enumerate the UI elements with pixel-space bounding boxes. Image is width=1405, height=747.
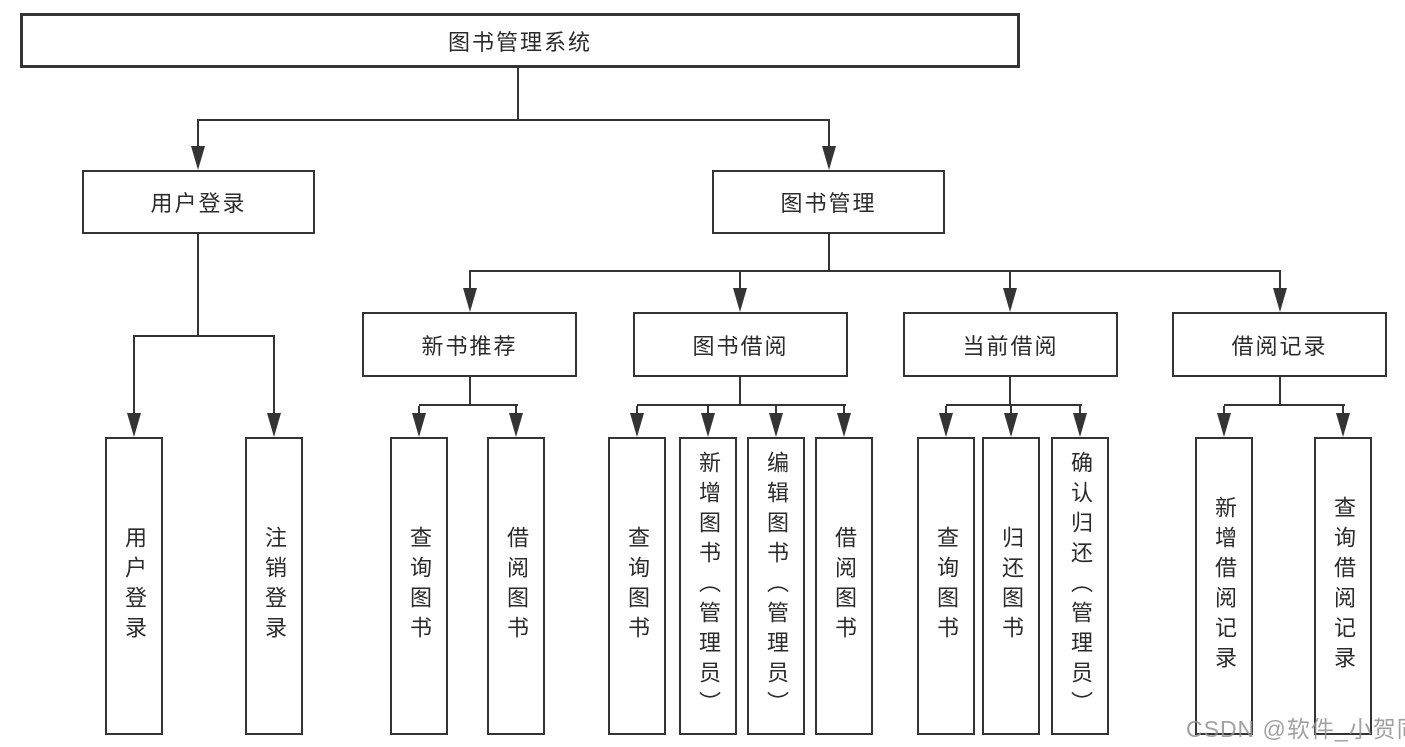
arrow-down-icon — [939, 413, 953, 437]
arrow-down-icon — [1003, 288, 1017, 312]
node-label: 新增图书（管理员） — [696, 451, 721, 721]
node-label: 借阅图书 — [832, 526, 857, 646]
node-label: 归还图书 — [999, 526, 1024, 646]
arrow-down-icon — [630, 413, 644, 437]
node-label: 图书管理 — [780, 191, 877, 216]
arrow-down-icon — [509, 413, 523, 437]
arrow-down-icon — [701, 413, 715, 437]
node-label: 用户登录 — [122, 526, 147, 646]
arrow-down-icon — [412, 413, 426, 437]
connector-drop — [1010, 406, 1012, 415]
leaf-add-borrow-record: 新增借阅记录 — [1195, 437, 1253, 735]
leaf-query-books-1: 查询图书 — [390, 437, 448, 735]
connector-drop — [636, 406, 638, 415]
connector-drop — [1342, 406, 1344, 415]
connector-book-mgmt-rail — [469, 270, 1281, 272]
leaf-query-borrow-record: 查询借阅记录 — [1314, 437, 1372, 735]
node-label: 查询借阅记录 — [1331, 496, 1356, 676]
arrow-down-icon — [191, 146, 205, 170]
arrow-down-icon — [1073, 413, 1087, 437]
connector-drop — [775, 406, 777, 415]
node-label: 注销登录 — [262, 526, 287, 646]
node-current-borrowing: 当前借阅 — [903, 312, 1118, 377]
node-book-borrowing: 图书借阅 — [633, 312, 848, 377]
node-label: 编辑图书（管理员） — [764, 451, 789, 721]
connector-drop — [739, 272, 741, 289]
leaf-borrow-books-2: 借阅图书 — [815, 437, 873, 735]
csdn-watermark: CSDN @软件_小贺同学 — [1186, 716, 1405, 742]
leaf-query-books-3: 查询图书 — [917, 437, 975, 735]
connector-rail — [419, 404, 518, 406]
node-label: 用户登录 — [150, 191, 247, 216]
node-label: 确认归还（管理员） — [1068, 451, 1093, 721]
connector-rail — [637, 404, 846, 406]
arrow-down-icon — [733, 288, 747, 312]
leaf-return-books: 归还图书 — [982, 437, 1040, 735]
node-label: 当前借阅 — [962, 333, 1059, 359]
connector-drop-book-mgmt — [828, 121, 830, 148]
connector-stem — [739, 377, 741, 406]
leaf-logout: 注销登录 — [245, 437, 303, 735]
connector-rail — [1224, 404, 1345, 406]
connector-drop — [1223, 406, 1225, 415]
connector-root-stem — [517, 68, 519, 120]
leaf-user-login: 用户登录 — [105, 437, 163, 735]
arrow-down-icon — [1273, 288, 1287, 312]
node-new-book-recommendation: 新书推荐 — [362, 312, 577, 377]
node-label: 查询图书 — [625, 526, 650, 646]
connector-drop — [133, 337, 135, 415]
connector-drop — [945, 406, 947, 415]
arrow-down-icon — [267, 413, 281, 437]
connector-drop — [273, 337, 275, 415]
connector-drop — [1009, 272, 1011, 289]
connector-book-mgmt-stem — [828, 234, 830, 271]
connector-drop — [469, 272, 471, 289]
connector-drop — [515, 406, 517, 415]
leaf-edit-books-admin: 编辑图书（管理员） — [747, 437, 805, 735]
connector-drop — [418, 406, 420, 415]
connector-user-login-rail — [133, 335, 275, 337]
node-label: 借阅图书 — [504, 526, 529, 646]
arrow-down-icon — [463, 288, 477, 312]
arrow-down-icon — [769, 413, 783, 437]
leaf-query-books-2: 查询图书 — [608, 437, 666, 735]
connector-stem — [1279, 377, 1281, 406]
node-label: 图书管理系统 — [447, 29, 592, 55]
arrow-down-icon — [1336, 413, 1350, 437]
node-label: 新书推荐 — [421, 333, 518, 359]
node-label: 图书借阅 — [692, 333, 789, 359]
node-root-library-management-system: 图书管理系统 — [20, 13, 1020, 68]
arrow-down-icon — [1004, 413, 1018, 437]
arrow-down-icon — [822, 146, 836, 170]
leaf-borrow-books-1: 借阅图书 — [487, 437, 545, 735]
node-book-management: 图书管理 — [712, 170, 945, 234]
node-label: 借阅记录 — [1231, 333, 1328, 359]
connector-drop — [707, 406, 709, 415]
arrow-down-icon — [127, 413, 141, 437]
connector-drop — [843, 406, 845, 415]
leaf-add-books-admin: 新增图书（管理员） — [679, 437, 737, 735]
connector-drop — [1079, 406, 1081, 415]
node-borrowing-records: 借阅记录 — [1172, 312, 1387, 377]
node-label: 查询图书 — [934, 526, 959, 646]
node-label: 查询图书 — [407, 526, 432, 646]
node-user-login: 用户登录 — [82, 170, 315, 234]
connector-stem — [469, 377, 471, 406]
connector-user-login-stem — [197, 234, 199, 335]
connector-drop — [1279, 272, 1281, 289]
arrow-down-icon — [837, 413, 851, 437]
connector-root-rail — [197, 119, 830, 121]
arrow-down-icon — [1217, 413, 1231, 437]
node-label: 新增借阅记录 — [1212, 496, 1237, 676]
connector-stem — [1009, 377, 1011, 406]
leaf-confirm-return-admin: 确认归还（管理员） — [1051, 437, 1109, 735]
connector-drop-user-login — [197, 121, 199, 148]
connector-rail — [946, 404, 1082, 406]
